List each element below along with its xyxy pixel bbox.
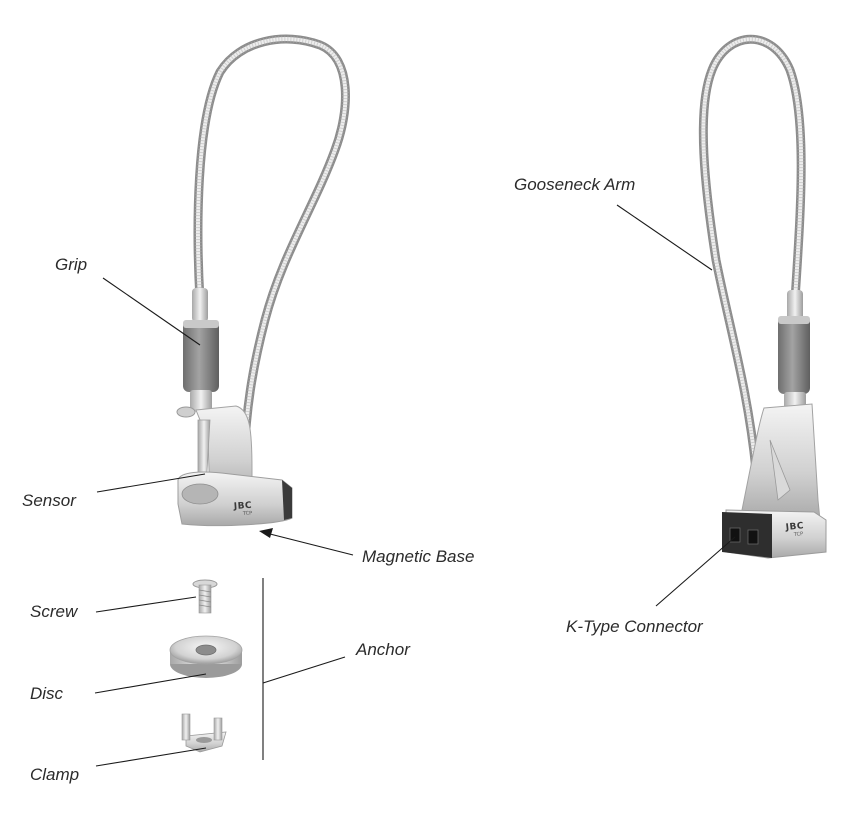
- left-gooseneck-tube: [193, 34, 350, 465]
- disc-part: [169, 635, 243, 678]
- left-grip-collar: [192, 288, 208, 322]
- sensor-leader-line: [96, 473, 206, 493]
- label-gooseneck-arm: Gooseneck Arm: [514, 175, 635, 194]
- k-type-pin-left: [729, 527, 741, 543]
- label-clamp: Clamp: [30, 765, 79, 784]
- left-holder-assembly: JBC TCP: [176, 34, 350, 527]
- gooseneck-arm-leader-line: [616, 204, 713, 271]
- right-grip: [778, 316, 810, 394]
- right-bracket: [739, 403, 821, 521]
- right-base-logo: JBC: [784, 521, 804, 533]
- right-holder-assembly: JBC TCP: [698, 34, 827, 559]
- screw-leader-line: [95, 596, 197, 613]
- label-sensor: Sensor: [22, 491, 77, 510]
- k-type-connector-leader-line: [655, 536, 736, 607]
- clamp-part: [181, 713, 227, 753]
- clamp-leader-line: [95, 747, 207, 767]
- label-grip: Grip: [55, 255, 87, 274]
- right-grip-collar: [787, 290, 803, 320]
- k-type-connector-face: [722, 512, 772, 558]
- left-base-logo-model: TCP: [242, 510, 253, 517]
- label-magnetic-base: Magnetic Base: [362, 547, 474, 566]
- label-screw: Screw: [30, 602, 79, 621]
- disc-leader-line: [94, 673, 207, 694]
- magnetic-base-leader-line: [269, 533, 354, 556]
- anchor-leader-line: [262, 656, 346, 684]
- magnetic-base-arrowhead: [259, 528, 273, 538]
- label-anchor: Anchor: [355, 640, 411, 659]
- left-grip: [183, 320, 219, 392]
- left-base-logo: JBC: [233, 501, 253, 512]
- right-base-logo-model: TCP: [793, 531, 804, 538]
- grip-leader-line: [102, 277, 201, 346]
- k-type-pin-right: [747, 529, 759, 545]
- screw-part: [192, 579, 218, 614]
- label-k-type-connector: K-Type Connector: [566, 617, 704, 636]
- label-disc: Disc: [30, 684, 64, 703]
